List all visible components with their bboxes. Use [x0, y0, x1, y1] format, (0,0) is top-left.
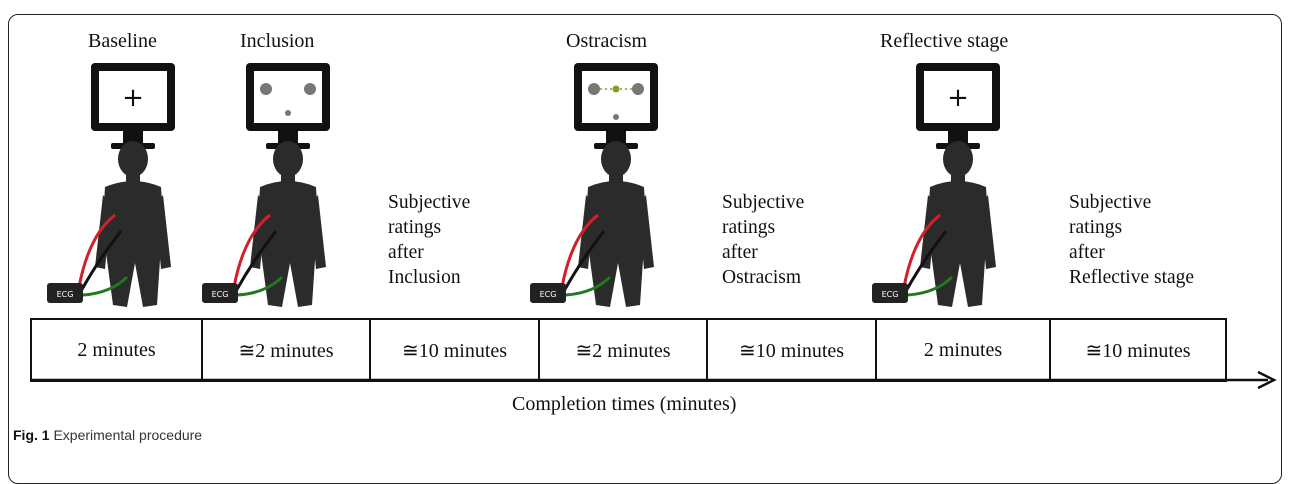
participant-ostracism-icon: ECG [530, 63, 658, 307]
rating-line: ratings [388, 217, 442, 238]
stage-label-baseline: Baseline [88, 30, 157, 52]
rating-line: after [388, 242, 424, 263]
ecg-label: ECG [540, 290, 557, 299]
stage-label-reflective: Reflective stage [880, 30, 1009, 52]
participant-baseline-icon: + ECG [47, 63, 175, 307]
rating-line: after [722, 242, 758, 263]
rating-line: Subjective [722, 192, 805, 213]
fixation-cross: + [122, 83, 144, 113]
fixation-cross: + [947, 83, 969, 113]
rating-line: after [1069, 242, 1105, 263]
rating-line: Subjective [1069, 192, 1152, 213]
rating-line: Subjective [388, 192, 471, 213]
caption-text: Experimental procedure [49, 427, 203, 443]
rating-line: Reflective stage [1069, 267, 1195, 288]
participant-inclusion-icon: ECG [202, 63, 330, 307]
time-axis-arrow-icon [30, 370, 1277, 390]
ratings-after-reflective: Subjective ratings after Reflective stag… [1069, 190, 1194, 290]
rating-line: ratings [1069, 217, 1123, 238]
participant-reflective-icon: + ECG [872, 63, 1000, 307]
ecg-label: ECG [212, 290, 229, 299]
ecg-label: ECG [57, 290, 74, 299]
rating-line: Inclusion [388, 267, 461, 288]
figure-caption: Fig. 1 Experimental procedure [13, 427, 202, 443]
ratings-after-inclusion: Subjective ratings after Inclusion [388, 190, 470, 290]
axis-label: Completion times (minutes) [512, 393, 737, 415]
stage-label-inclusion: Inclusion [240, 30, 315, 52]
ecg-label: ECG [882, 290, 899, 299]
rating-line: Ostracism [722, 267, 802, 288]
rating-line: ratings [722, 217, 776, 238]
ratings-after-ostracism: Subjective ratings after Ostracism [722, 190, 804, 290]
timeline: 2 minutes ≅2 minutes ≅10 minutes ≅2 minu… [30, 318, 1227, 382]
caption-label: Fig. 1 [13, 427, 50, 443]
stage-label-ostracism: Ostracism [566, 30, 648, 52]
